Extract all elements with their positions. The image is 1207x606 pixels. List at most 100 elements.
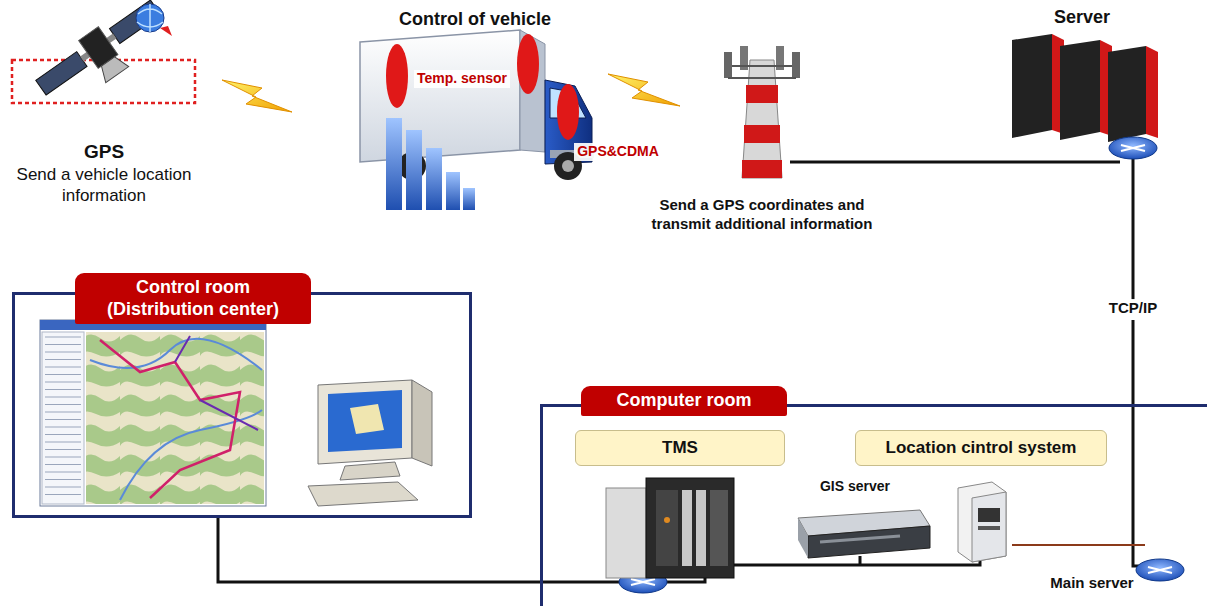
network-link (218, 518, 540, 582)
network-cable (1012, 544, 1145, 546)
map-screenshot (45, 442, 81, 443)
room-panel: Control room (Distribution center) (12, 292, 472, 518)
map-screenshot (42, 332, 84, 504)
computer-icon (340, 462, 400, 480)
map-screenshot (45, 487, 81, 488)
tms-server (682, 490, 692, 566)
computer-icon (350, 404, 384, 434)
computer-icon (308, 380, 432, 506)
computer-icon (412, 380, 432, 466)
text-label: GPS (9, 140, 199, 164)
map-screenshot (40, 320, 266, 506)
map-screenshot (100, 340, 240, 498)
main-server (978, 526, 1000, 530)
map-screenshot (45, 337, 81, 338)
text-label: TCP/IP (1106, 299, 1160, 318)
truck-illustration (562, 160, 574, 172)
router-icon (1121, 145, 1145, 151)
gis-server (808, 526, 930, 558)
wireless-signal (222, 80, 292, 112)
map-screenshot (45, 397, 81, 398)
system-title: TMS (662, 438, 698, 458)
main-server (978, 508, 1000, 522)
gps-satellite (31, 0, 174, 115)
router-icon (1136, 559, 1184, 581)
gps-satellite (36, 52, 87, 95)
network-cable (1132, 150, 1135, 300)
map-screenshot (45, 419, 81, 420)
gis-server (798, 510, 930, 558)
system-box: Location cintrol system (855, 430, 1107, 466)
server-illustration (1012, 34, 1052, 138)
network-cable (1133, 320, 1150, 566)
map-screenshot (45, 337, 81, 495)
tms-server (606, 478, 734, 578)
map-screenshot (40, 320, 266, 506)
main-server (972, 492, 1006, 562)
gps-satellite (97, 53, 129, 82)
text-label: GIS server (800, 478, 910, 496)
map-screenshot (45, 389, 81, 390)
gis-server (798, 518, 808, 558)
network-cable (790, 161, 1120, 164)
cell-tower (724, 46, 800, 178)
map-screenshot (45, 427, 81, 428)
tms-server (664, 517, 670, 523)
text-label: GPS&CDMA (574, 143, 662, 161)
map-screenshot (45, 344, 81, 345)
gps-satellite (137, 4, 163, 32)
truck-illustration (463, 188, 475, 210)
cell-tower (728, 66, 796, 78)
router-icon (1109, 137, 1157, 159)
map-screenshot (175, 336, 258, 430)
map-screenshot (45, 352, 81, 353)
gps-satellite (160, 26, 172, 36)
cell-tower (746, 85, 778, 103)
tms-server (656, 490, 678, 566)
truck-illustration (386, 44, 408, 108)
server-illustration (1060, 40, 1100, 140)
router-icon (1109, 137, 1157, 159)
truck-illustration (360, 30, 520, 162)
system-title: Location cintrol system (886, 438, 1077, 458)
router-icon (631, 579, 655, 585)
map-screenshot (45, 449, 81, 450)
system-box: TMS (575, 430, 785, 466)
server-illustration (1012, 34, 1158, 142)
gps-satellite (136, 4, 164, 32)
truck-illustration (386, 118, 402, 210)
gps-satellite (12, 0, 195, 115)
cell-tower (792, 52, 800, 78)
map-screenshot (45, 494, 81, 495)
text-label: Send a vehicle location information (4, 164, 204, 207)
text-label: Main server (1032, 574, 1152, 593)
room-heading: Control room (Distribution center) (75, 273, 311, 324)
text-label: Temp. sensor (414, 70, 510, 88)
truck-illustration (360, 30, 594, 210)
server-illustration (1146, 46, 1158, 138)
cell-tower (742, 160, 782, 178)
computer-icon (308, 482, 418, 506)
router-icon (619, 137, 1184, 593)
tms-server (710, 490, 728, 566)
tms-server (606, 488, 646, 578)
map-screenshot (45, 457, 81, 458)
truck-illustration (406, 130, 422, 210)
computer-icon (318, 380, 412, 464)
tms-server (696, 490, 706, 566)
network-cable (859, 556, 862, 565)
server-illustration (1108, 46, 1146, 142)
router-icon (1136, 559, 1184, 581)
map-screenshot (45, 472, 81, 473)
map-screenshot (45, 382, 81, 383)
truck-illustration (517, 34, 539, 94)
truck-illustration (446, 172, 460, 210)
map-screenshot (45, 404, 81, 405)
truck-illustration (426, 148, 442, 210)
wireless-signal (608, 74, 680, 106)
room-heading: Computer room (581, 386, 787, 416)
cell-tower (724, 52, 732, 78)
map-screenshot (45, 374, 81, 375)
map-screenshot (45, 479, 81, 480)
